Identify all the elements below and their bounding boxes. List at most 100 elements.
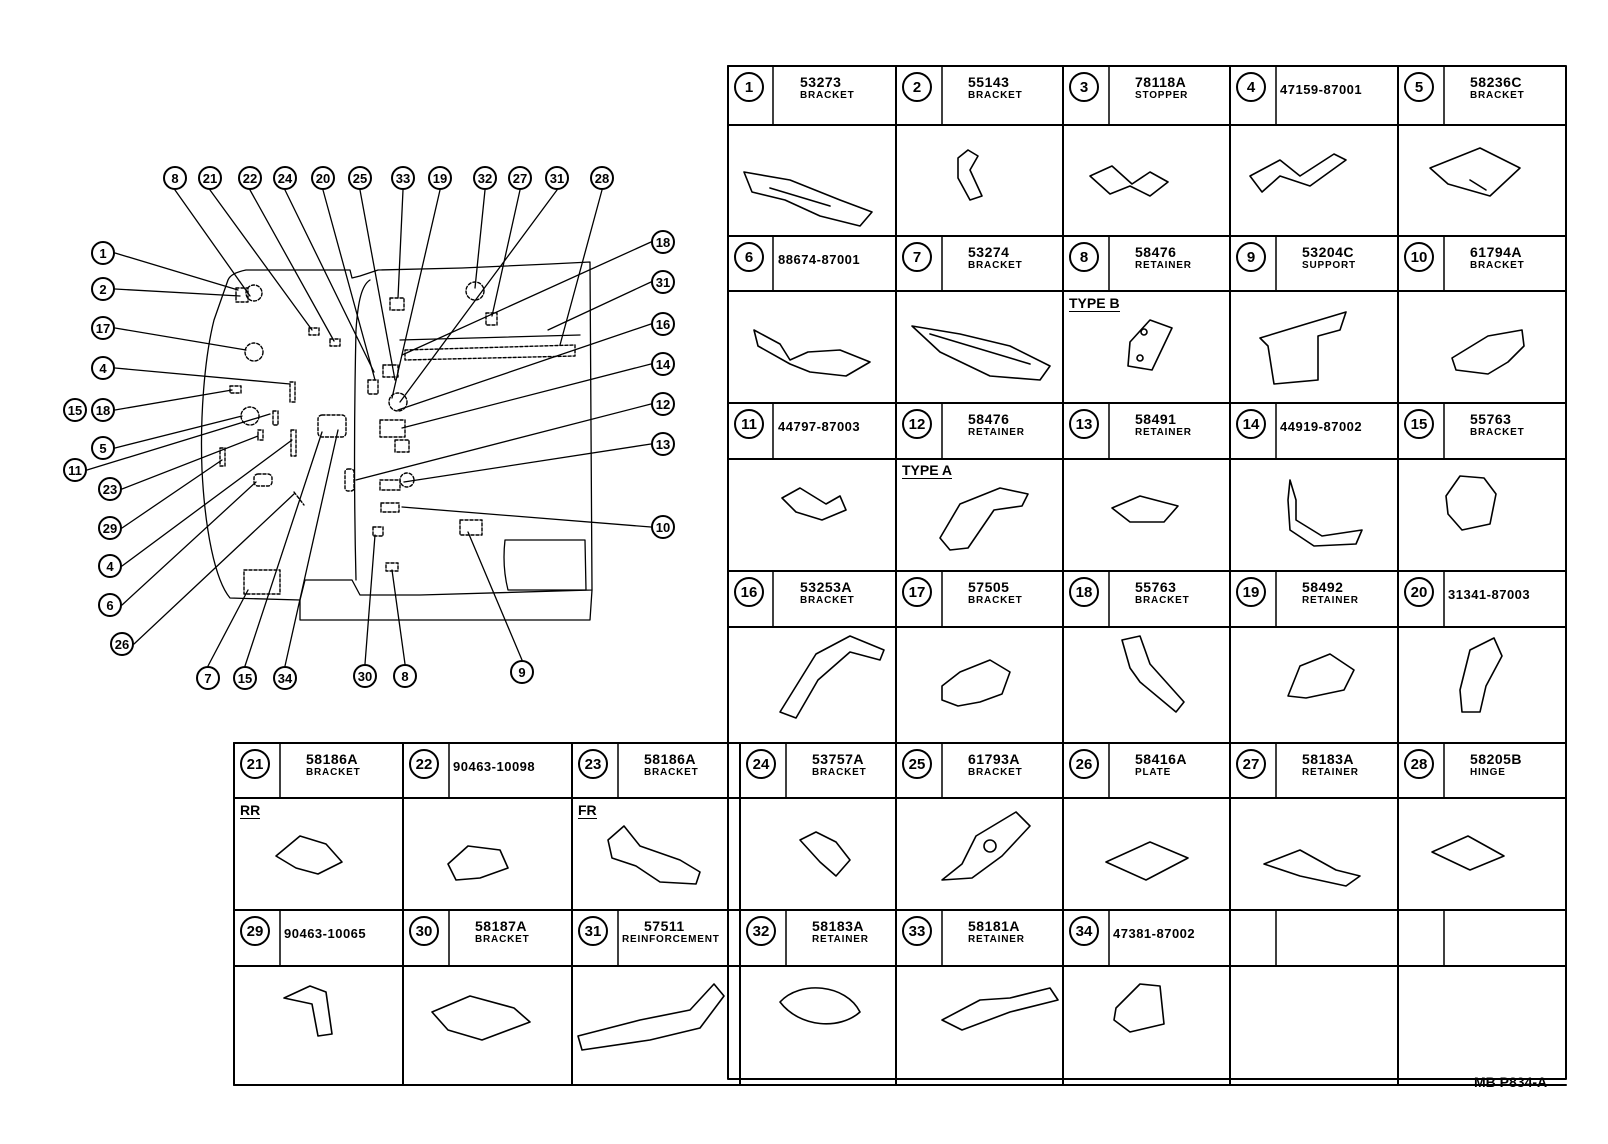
part-number-badge: 16: [734, 577, 764, 607]
parts-grid: [233, 65, 1567, 1086]
callout-14: 14: [651, 352, 675, 376]
part-code: 58187A: [475, 918, 528, 934]
part-number-badge: 18: [1069, 577, 1099, 607]
part-number-badge: 15: [1404, 409, 1434, 439]
part-code: 58476: [1135, 244, 1177, 260]
part-name: HINGE: [1470, 767, 1506, 778]
part-name: REINFORCEMENT: [622, 934, 720, 945]
part-code: 58186A: [644, 751, 697, 767]
part-variant-note: RR: [240, 802, 261, 819]
part-name: RETAINER: [1135, 260, 1192, 271]
part-code: 61793A: [968, 751, 1021, 767]
leader-lines: [86, 189, 652, 667]
part-code: 47381-87002: [1113, 926, 1196, 941]
part-code: 44797-87003: [778, 419, 861, 434]
part-name: BRACKET: [812, 767, 867, 778]
part-name: RETAINER: [968, 934, 1025, 945]
part-code: 58183A: [1302, 751, 1355, 767]
part-name: RETAINER: [968, 427, 1025, 438]
part-number-badge: 14: [1236, 409, 1266, 439]
part-code: 58205B: [1470, 751, 1523, 767]
callout-28: 28: [590, 166, 614, 190]
part-code: 58491: [1135, 411, 1177, 427]
part-number-badge: 19: [1236, 577, 1266, 607]
part-name: BRACKET: [968, 595, 1023, 606]
callout-19: 19: [428, 166, 452, 190]
part-number-badge: 20: [1404, 577, 1434, 607]
part-name: BRACKET: [968, 260, 1023, 271]
part-code: 53274: [968, 244, 1010, 260]
part-number-badge: 26: [1069, 749, 1099, 779]
part-number-badge: 8: [1069, 242, 1099, 272]
callout-27: 27: [508, 166, 532, 190]
callout-34: 34: [273, 666, 297, 690]
part-code: 88674-87001: [778, 252, 861, 267]
part-number-badge: 21: [240, 749, 270, 779]
callout-15: 15: [233, 666, 257, 690]
part-number-badge: 4: [1236, 72, 1266, 102]
part-number-badge: 28: [1404, 749, 1434, 779]
callout-2: 2: [91, 277, 115, 301]
part-number-badge: 7: [902, 242, 932, 272]
callout-25: 25: [348, 166, 372, 190]
part-code: 44919-87002: [1280, 419, 1363, 434]
part-name: BRACKET: [968, 767, 1023, 778]
callout-12: 12: [651, 392, 675, 416]
part-number-badge: 23: [578, 749, 608, 779]
part-code: 58416A: [1135, 751, 1188, 767]
part-name: SUPPORT: [1302, 260, 1356, 271]
callout-7: 7: [196, 666, 220, 690]
part-code: 53253A: [800, 579, 853, 595]
callout-11: 11: [63, 458, 87, 482]
callout-29: 29: [98, 516, 122, 540]
part-number-badge: 11: [734, 409, 764, 439]
part-code: 57505: [968, 579, 1010, 595]
part-name: STOPPER: [1135, 90, 1189, 101]
callout-18: 18: [91, 398, 115, 422]
part-code: 61794A: [1470, 244, 1523, 260]
part-number-badge: 32: [746, 916, 776, 946]
part-name: BRACKET: [1470, 427, 1525, 438]
part-variant-note: TYPE A: [902, 462, 953, 479]
part-code: 47159-87001: [1280, 82, 1363, 97]
callout-33: 33: [391, 166, 415, 190]
part-number-badge: 24: [746, 749, 776, 779]
vehicle-floor-outline: [200, 261, 593, 621]
part-name: RETAINER: [1135, 427, 1192, 438]
callout-4: 4: [98, 554, 122, 578]
callout-10: 10: [651, 515, 675, 539]
part-name: BRACKET: [644, 767, 699, 778]
callout-15: 15: [63, 398, 87, 422]
part-cell-4: 4 47159-87001: [1230, 66, 1398, 126]
part-cell-11: 11 44797-87003: [728, 403, 896, 463]
part-name: BRACKET: [306, 767, 361, 778]
callout-31: 31: [545, 166, 569, 190]
part-number-badge: 10: [1404, 242, 1434, 272]
part-code: 55143: [968, 74, 1010, 90]
part-number-badge: 12: [902, 409, 932, 439]
part-number-badge: 33: [902, 916, 932, 946]
part-code: 55763: [1470, 411, 1512, 427]
part-number-badge: 13: [1069, 409, 1099, 439]
part-number-badge: 17: [902, 577, 932, 607]
part-name: BRACKET: [475, 934, 530, 945]
part-number-badge: 34: [1069, 916, 1099, 946]
part-number-badge: 31: [578, 916, 608, 946]
part-name: RETAINER: [1302, 767, 1359, 778]
part-code: 57511: [644, 918, 685, 934]
callout-6: 6: [98, 593, 122, 617]
part-name: RETAINER: [1302, 595, 1359, 606]
